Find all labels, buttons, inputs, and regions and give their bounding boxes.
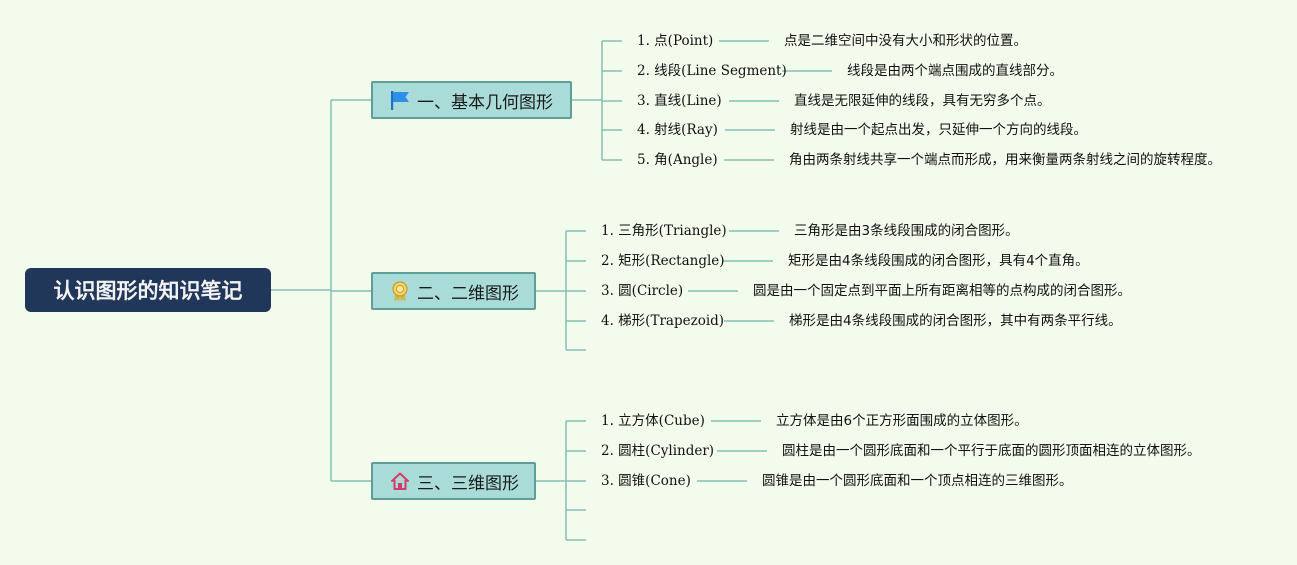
leaf-term[interactable]: 2. 线段(Line Segment) <box>637 63 787 79</box>
leaf-term[interactable]: 4. 梯形(Trapezoid) <box>601 313 725 329</box>
leaf-term[interactable]: 2. 矩形(Rectangle) <box>601 253 725 269</box>
leaf-description: 三角形是由3条线段围成的闭合图形。 <box>794 223 1019 239</box>
leaf-term[interactable]: 4. 射线(Ray) <box>637 122 718 138</box>
leaf-description: 点是二维空间中没有大小和形状的位置。 <box>784 33 1027 49</box>
root-title: 认识图形的知识笔记 <box>53 279 243 303</box>
leaf-description: 立方体是由6个正方形面围成的立体图形。 <box>776 413 1028 429</box>
branch-node-3d-shapes[interactable]: 三、三维图形 <box>371 462 536 500</box>
home-icon <box>389 470 411 492</box>
leaf-description: 角由两条射线共享一个端点而形成，用来衡量两条射线之间的旋转程度。 <box>789 152 1221 168</box>
blue-flag-icon <box>389 89 411 111</box>
leaf-description: 直线是无限延伸的线段，具有无穷多个点。 <box>794 93 1051 109</box>
leaf-term[interactable]: 3. 圆锥(Cone) <box>601 473 691 489</box>
leaf-description: 圆是由一个固定点到平面上所有距离相等的点构成的闭合图形。 <box>753 283 1131 299</box>
branch-title: 一、基本几何图形 <box>417 92 553 113</box>
leaf-term[interactable]: 3. 直线(Line) <box>637 93 722 109</box>
branch-title: 三、三维图形 <box>417 473 519 494</box>
leaf-term[interactable]: 5. 角(Angle) <box>637 152 718 168</box>
leaf-description: 射线是由一个起点出发，只延伸一个方向的线段。 <box>790 122 1087 138</box>
leaf-term[interactable]: 1. 三角形(Triangle) <box>601 223 727 239</box>
leaf-term[interactable]: 3. 圆(Circle) <box>601 283 684 299</box>
leaf-description: 梯形是由4条线段围成的闭合图形，其中有两条平行线。 <box>789 313 1122 329</box>
award-ribbon-icon <box>389 280 411 302</box>
branch-node-2d-shapes[interactable]: 二、二维图形 <box>371 272 536 310</box>
branch-title: 二、二维图形 <box>417 283 519 304</box>
leaf-term[interactable]: 2. 圆柱(Cylinder) <box>601 443 715 459</box>
leaf-description: 矩形是由4条线段围成的闭合图形，具有4个直角。 <box>788 253 1089 269</box>
leaf-term[interactable]: 1. 立方体(Cube) <box>601 413 705 429</box>
leaf-term[interactable]: 1. 点(Point) <box>637 33 714 49</box>
leaf-description: 线段是由两个端点围成的直线部分。 <box>847 63 1063 79</box>
root-node[interactable]: 认识图形的知识笔记 <box>25 268 271 312</box>
branch-node-basic-geometry[interactable]: 一、基本几何图形 <box>371 81 572 119</box>
leaf-description: 圆柱是由一个圆形底面和一个平行于底面的圆形顶面相连的立体图形。 <box>782 443 1201 459</box>
leaf-description: 圆锥是由一个圆形底面和一个顶点相连的三维图形。 <box>762 473 1073 489</box>
